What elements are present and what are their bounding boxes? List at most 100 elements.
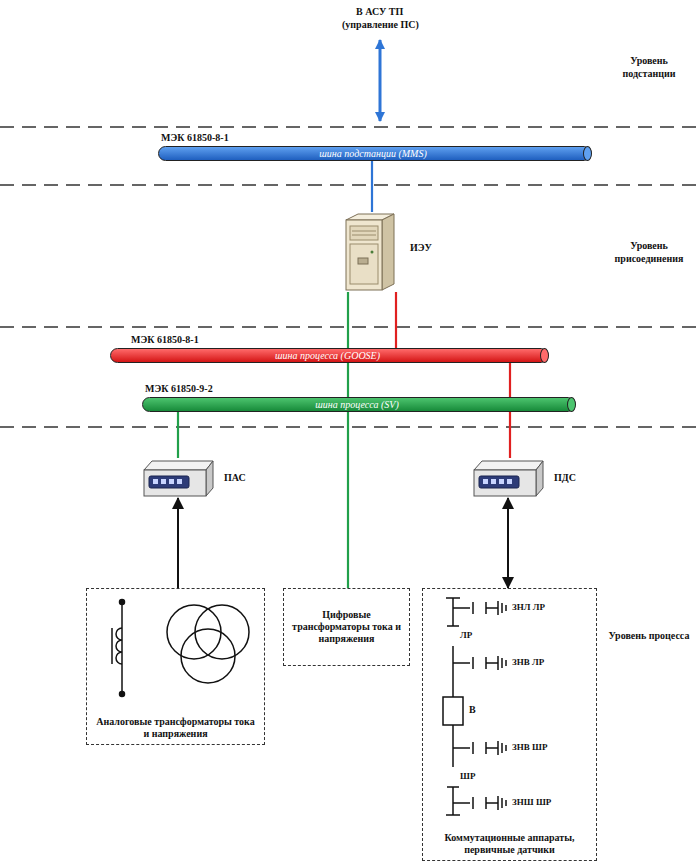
connector: [507, 498, 509, 588]
analog-transformers-symbol: [181, 629, 235, 683]
earthing-switches: [497, 796, 499, 810]
switchgear-symbol: [452, 787, 454, 815]
device-icon: [483, 479, 488, 484]
apparatus-label: ЗНВ ШР: [512, 742, 547, 753]
earthing-switches: [453, 607, 470, 609]
device-icon: [350, 226, 378, 240]
equipment-box: Цифровые трансформаторы тока и напряжени…: [283, 588, 410, 666]
earthing-switches: [505, 605, 507, 611]
device-icon: [350, 244, 378, 284]
level-label: Уровень процесса: [604, 630, 694, 643]
apparatus-label: ЛР: [460, 630, 472, 641]
system-label: (управление ПС): [342, 19, 419, 32]
device-icon: [479, 476, 519, 488]
device-icon: [474, 470, 536, 496]
switchgear-symbol: [446, 814, 460, 816]
level-dividers: [0, 426, 699, 428]
device-icon: [177, 479, 182, 484]
earthing-switches: [472, 602, 474, 614]
level-label: Уровень присоединения: [604, 240, 694, 265]
earthing-switches: [453, 747, 470, 749]
bus-bar: МЭК 61850-8-1шина процесса (GOOSE): [110, 348, 545, 363]
apparatus-label: ШР: [460, 771, 475, 782]
switchgear-symbol: [447, 786, 459, 788]
device-icon: [206, 461, 213, 496]
bus-bar: МЭК 61850-9-2шина процесса (SV): [142, 397, 572, 412]
protocol-standard: МЭК 61850-9-2: [145, 383, 213, 394]
device-label: ИЭУ: [410, 242, 432, 253]
switchgear-symbol: [447, 625, 459, 627]
earthing-switches: [486, 662, 498, 664]
analog-transformers-symbol: [116, 628, 122, 664]
device-icon: [140, 458, 215, 498]
protocol-standard: МЭК 61850-8-1: [131, 334, 199, 345]
device-icon: [371, 251, 374, 254]
earthing-switches: [501, 658, 503, 668]
equipment-box: Аналоговые трансформаторы тока и напряже…: [86, 588, 265, 745]
protocol-standard: МЭК 61850-8-1: [161, 132, 229, 143]
scada-arrow: [379, 40, 382, 121]
earthing-switches: [497, 656, 499, 670]
earthing-switches: [453, 601, 506, 810]
device-icon: [352, 231, 376, 232]
device-icon: [358, 258, 368, 264]
system-label: В АСУ ТП: [356, 6, 403, 19]
switchgear-symbol: [443, 697, 463, 725]
analog-transformers-symbol: [120, 692, 125, 697]
analog-transformers-symbol: [120, 600, 125, 605]
earthing-switches: [497, 741, 499, 755]
device-label: ПДС: [554, 472, 576, 483]
earthing-switches: [501, 603, 503, 613]
analog-transformers-symbol: [111, 628, 113, 664]
device-icon: [346, 220, 382, 290]
apparatus-label: В: [469, 704, 476, 717]
connector: [395, 292, 397, 348]
switchgear-symbol: [452, 725, 454, 767]
earthing-switches: [501, 798, 503, 808]
earthing-switches: [505, 745, 507, 751]
apparatus-label: ЗНШ ШР: [512, 797, 551, 808]
earthing-switches: [472, 797, 474, 809]
level-dividers: [0, 127, 699, 427]
equipment-box: Коммутационные аппараты, первичные датчи…: [422, 588, 597, 861]
earthing-switches: [486, 747, 498, 749]
device-icon: [153, 479, 158, 484]
level-dividers: [0, 326, 699, 328]
earthing-switches: [472, 742, 474, 754]
earthing-switches: [486, 802, 498, 804]
level-label: Уровень подстанции: [604, 55, 694, 80]
device-icon: [474, 461, 543, 470]
device-label: ПАС: [224, 472, 246, 483]
device-icon: [144, 461, 213, 470]
box-caption: Цифровые трансформаторы тока и напряжени…: [290, 609, 403, 645]
apparatus-label: ЗНЛ ЛР: [512, 602, 545, 613]
connector: [347, 292, 349, 397]
device-icon: [536, 461, 543, 496]
level-dividers: [0, 184, 699, 186]
earthing-switches: [501, 743, 503, 753]
analog-transformers-symbol: [195, 605, 249, 659]
analog-transformers-symbol: [167, 605, 221, 659]
device-icon: [499, 479, 504, 484]
device-icon: [169, 479, 174, 484]
connector: [347, 412, 349, 588]
earthing-switches: [453, 662, 470, 664]
device-icon: [161, 479, 166, 484]
bus-end-cap: [567, 397, 576, 412]
earthing-switches: [505, 800, 507, 806]
earthing-switches: [472, 657, 474, 669]
switchgear-symbol: [452, 646, 454, 697]
bus-end-cap: [583, 146, 592, 161]
level-dividers: [0, 126, 699, 128]
device-icon: [336, 212, 400, 292]
device-icon: [144, 470, 206, 496]
earthing-switches: [486, 607, 498, 609]
connector: [177, 412, 179, 458]
earthing-switches: [453, 802, 470, 804]
bus-name: шина подстанции (MMS): [319, 149, 427, 159]
analog-transformers-symbol: [112, 600, 249, 697]
device-icon: [491, 479, 496, 484]
